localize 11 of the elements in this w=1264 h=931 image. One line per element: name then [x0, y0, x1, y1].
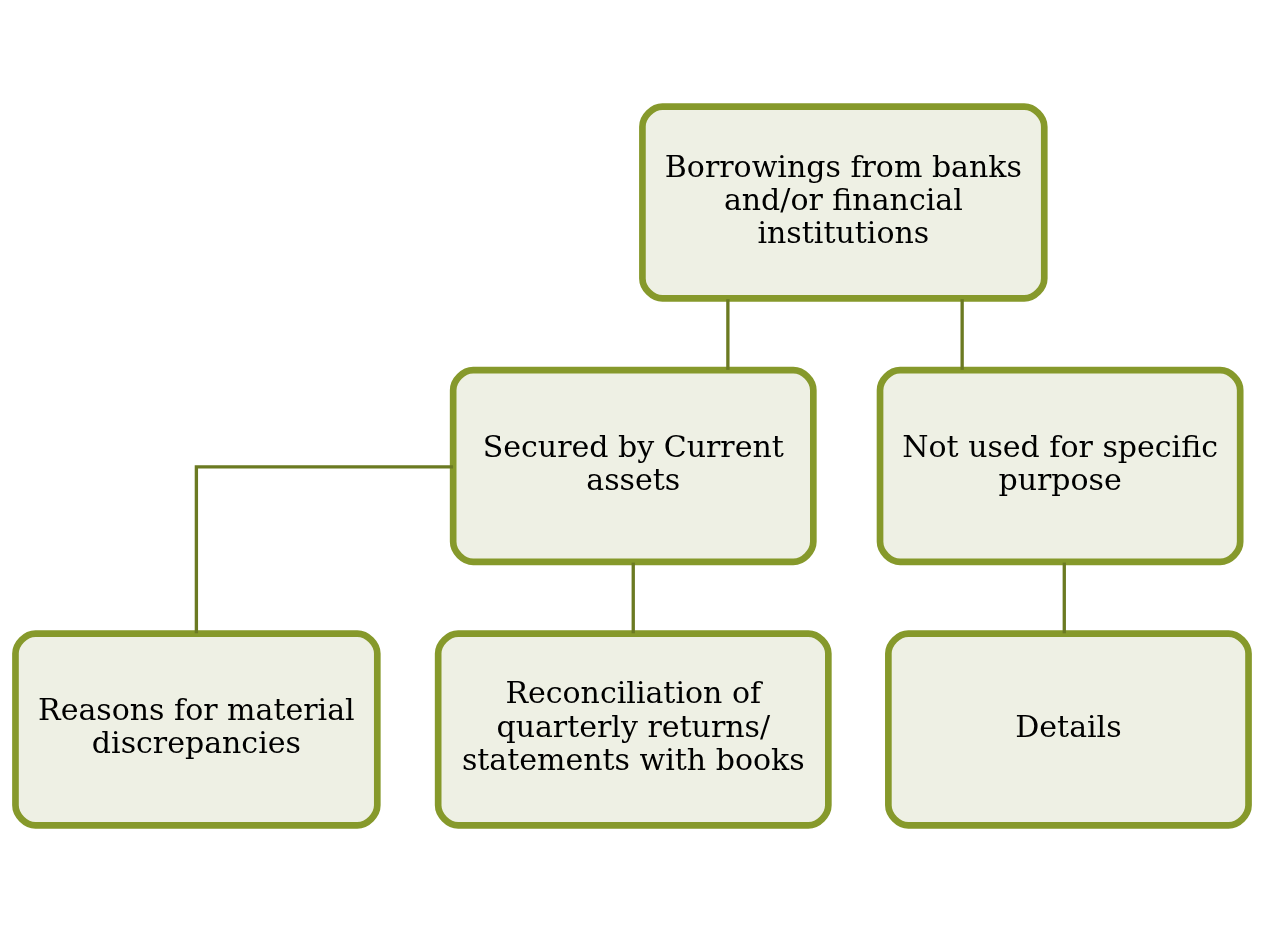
node-box: Reasons for material discrepancies — [12, 629, 381, 829]
connector — [726, 298, 730, 370]
node-box: Not used for specific purpose — [876, 366, 1244, 565]
connector — [960, 298, 964, 370]
connector — [1062, 562, 1066, 633]
connector — [631, 562, 635, 633]
node-box: Borrowings from banks and/or financial institutions — [639, 102, 1048, 302]
connector — [194, 464, 454, 633]
node-box: Secured by Current assets — [449, 366, 817, 565]
node-box: Reconciliation of quarterly returns/ statements with books — [434, 629, 832, 829]
node-box: Details — [885, 629, 1252, 829]
